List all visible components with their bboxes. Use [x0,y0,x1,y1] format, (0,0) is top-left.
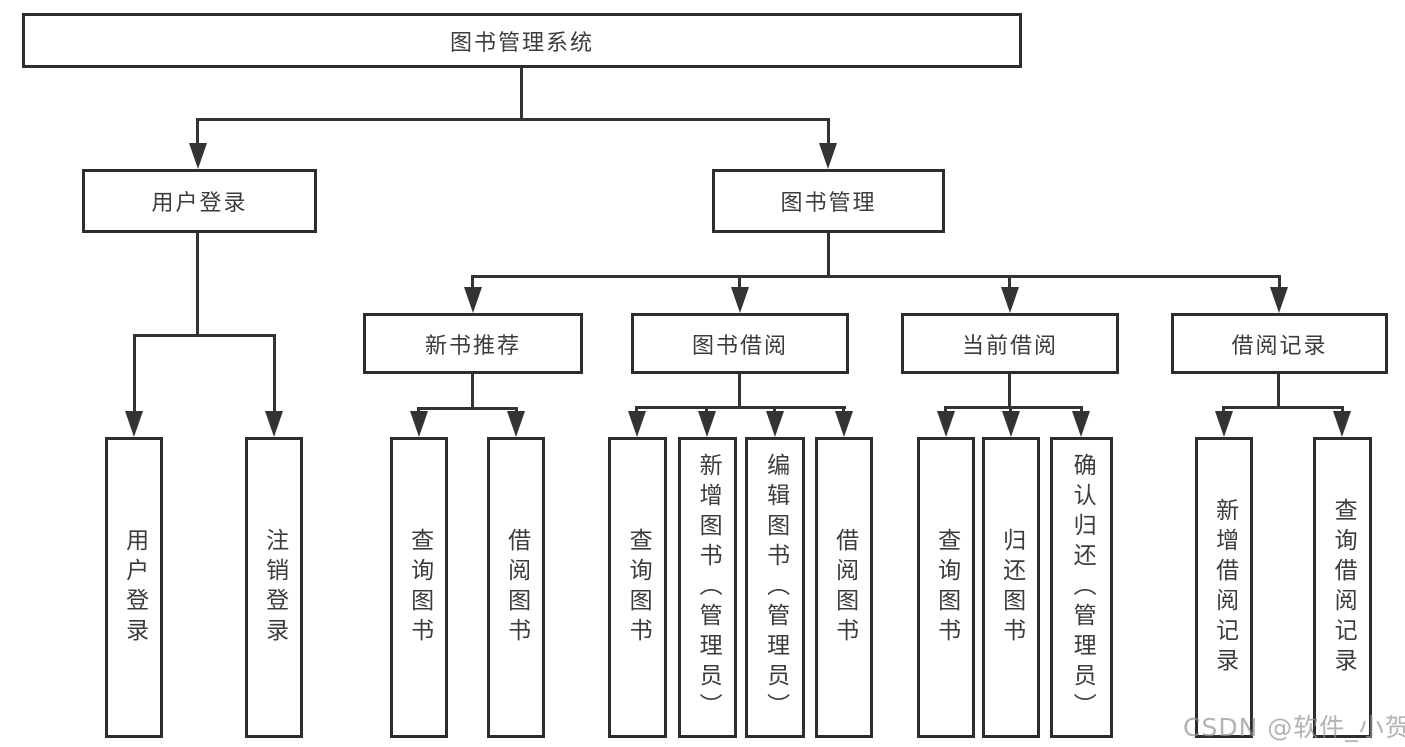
leaf-bb-edit-books-admin-label: 编辑图书（管理员） [762,452,789,723]
leaf-cb-return-books-label: 归还图书 [998,527,1025,648]
connector-new-book-stem [471,374,474,409]
connector-book-management-branch [471,275,1281,278]
connector-user-login-stem [196,233,199,334]
leaf-user-login: 用户登录 [105,437,163,738]
arrow-down-icon [1002,411,1020,437]
connector-new-book-branch [417,407,518,410]
node-borrow-records-label: 借阅记录 [1231,333,1328,359]
leaf-br-query-record: 查询借阅记录 [1313,437,1372,738]
leaf-user-login-label: 用户登录 [121,527,148,648]
arrow-down-icon [1072,411,1090,437]
leaf-bb-query-books: 查询图书 [608,437,667,738]
connector-book-management-stem [827,233,830,275]
leaf-cb-confirm-return-admin-label: 确认归还（管理员） [1069,452,1096,723]
leaf-cb-query-books-label: 查询图书 [933,527,960,648]
node-borrow-records: 借阅记录 [1171,313,1388,374]
connector-user-login-branch [133,334,276,337]
leaf-bb-borrow-books: 借阅图书 [815,437,873,738]
arrow-down-icon [766,411,784,437]
leaf-cb-return-books: 归还图书 [982,437,1040,738]
connector-root-stem [520,68,523,120]
connector-drop-book-management [827,118,830,150]
leaf-nb-query-books-label: 查询图书 [406,527,433,648]
arrow-down-icon [628,411,646,437]
node-book-management-label: 图书管理 [780,191,877,216]
arrow-down-icon [1001,287,1019,313]
connector-drop-user-login [196,118,199,150]
leaf-nb-borrow-books-label: 借阅图书 [503,527,530,648]
connector-drop-borrow-records [1278,275,1281,295]
node-root-label: 图书管理系统 [449,30,594,56]
node-book-borrow: 图书借阅 [631,313,849,374]
connector-drop-leaf [133,334,136,416]
connector-borrow-records-stem [1277,374,1280,408]
connector-root-branch [196,118,830,121]
connector-book-borrow-branch [635,406,846,409]
arrow-down-icon [464,287,482,313]
leaf-bb-query-books-label: 查询图书 [625,527,652,648]
connector-drop-current-borrow [1008,275,1011,295]
leaf-cb-confirm-return-admin: 确认归还（管理员） [1050,437,1113,738]
arrow-down-icon [1270,287,1288,313]
leaf-logout: 注销登录 [245,437,303,738]
arrow-down-icon [819,143,837,169]
arrow-down-icon [507,411,525,437]
arrow-down-icon [937,411,955,437]
leaf-bb-add-books-admin-label: 新增图书（管理员） [695,452,722,723]
arrow-down-icon [731,287,749,313]
node-current-borrow-label: 当前借阅 [961,333,1058,359]
arrow-down-icon [698,411,716,437]
node-book-management: 图书管理 [712,169,945,233]
leaf-br-add-record-label: 新增借阅记录 [1211,497,1238,678]
connector-borrow-records-branch [1222,406,1344,409]
leaf-logout-label: 注销登录 [261,527,288,648]
node-book-borrow-label: 图书借阅 [691,333,788,359]
connector-book-borrow-stem [738,374,741,408]
arrow-down-icon [265,411,283,437]
connector-current-borrow-stem [1008,374,1011,408]
leaf-br-add-record: 新增借阅记录 [1195,437,1253,738]
connector-drop-book-borrow [738,275,741,295]
connector-drop-new-book [471,275,474,295]
node-user-login-label: 用户登录 [151,191,248,216]
leaf-bb-edit-books-admin: 编辑图书（管理员） [745,437,805,738]
watermark: CSDN @软件_小贺同学 [1183,713,1405,742]
leaf-cb-query-books: 查询图书 [917,437,975,738]
leaf-nb-borrow-books: 借阅图书 [487,437,545,738]
connector-drop-leaf [273,334,276,416]
arrow-down-icon [835,411,853,437]
node-new-book-recommend: 新书推荐 [363,313,583,374]
node-new-book-recommend-label: 新书推荐 [424,333,521,359]
arrow-down-icon [125,411,143,437]
leaf-bb-borrow-books-label: 借阅图书 [831,527,858,648]
arrow-down-icon [189,143,207,169]
node-user-login: 用户登录 [82,169,317,233]
node-current-borrow: 当前借阅 [901,313,1119,374]
arrow-down-icon [1215,411,1233,437]
node-root: 图书管理系统 [22,13,1022,68]
leaf-nb-query-books: 查询图书 [390,437,448,738]
leaf-bb-add-books-admin: 新增图书（管理员） [678,437,737,738]
arrow-down-icon [1333,411,1351,437]
arrow-down-icon [410,411,428,437]
connector-current-borrow-branch [944,406,1083,409]
leaf-br-query-record-label: 查询借阅记录 [1330,497,1357,678]
